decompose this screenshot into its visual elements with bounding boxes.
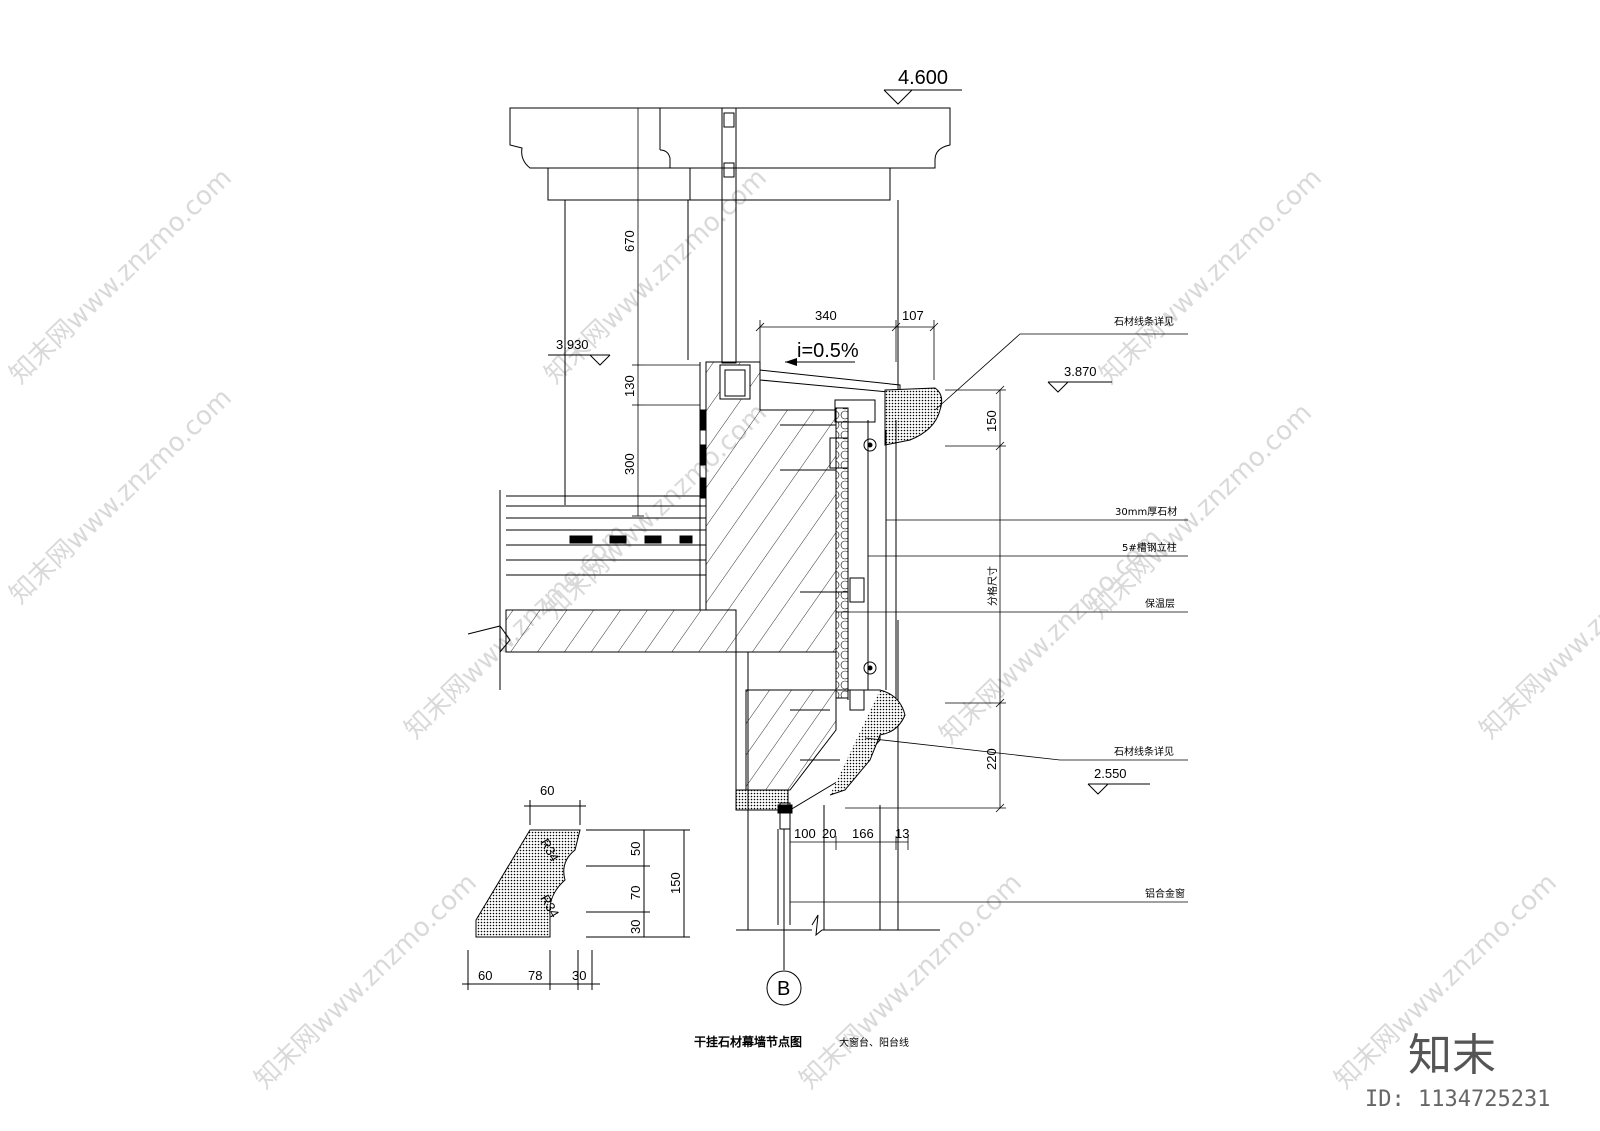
dim-107: 107: [902, 308, 924, 323]
dimension-vertical-left: [632, 107, 700, 517]
level-top: 4.600: [883, 67, 962, 105]
dim-670: 670: [622, 230, 637, 252]
watermark-text: 知末网www.znzmo.com: [1094, 163, 1328, 390]
section-marker-label: B: [777, 978, 790, 1000]
drawing-title: 干挂石材幕墙节点图: [694, 1034, 802, 1049]
profile-h30: 30: [628, 920, 643, 934]
lower-beam: [735, 651, 906, 830]
profile-h150: 150: [668, 872, 683, 894]
watermark-text: 知末网www.znzmo.com: [934, 523, 1168, 750]
level-3870: 3.870: [1047, 364, 1112, 393]
brand-logo: 知末: [1408, 1030, 1496, 1081]
watermark-text: 知末网www.znzmo.com: [249, 868, 483, 1095]
dim-130: 130: [622, 375, 637, 397]
profile-width-78: 78: [528, 968, 542, 983]
watermark-text: 知末网www.znzmo.com: [539, 163, 773, 390]
level-2550: 2.550: [1087, 766, 1150, 795]
section-marker: B: [766, 925, 802, 1006]
dimension-top-horizontal: [755, 320, 939, 380]
dim-150-right: 150: [984, 410, 999, 432]
callout-leaders: [790, 333, 1188, 903]
dim-220: 220: [984, 748, 999, 770]
dim-100: 100: [794, 826, 816, 841]
aluminum-window: [736, 652, 940, 937]
dimension-vertical-right: [845, 385, 1006, 813]
dim-20: 20: [822, 826, 836, 841]
profile-h50: 50: [628, 842, 643, 856]
level-label: 2.550: [1094, 766, 1127, 781]
callout-stone-line-bottom: 石材线条详见: [1114, 745, 1174, 758]
upstand-wall: [699, 361, 837, 653]
callout-alu-window: 铝合金窗: [1145, 887, 1185, 900]
profile-width-60: 60: [478, 968, 492, 983]
level-3930: 3.930: [548, 337, 611, 366]
stone-profile-detail: [462, 800, 690, 990]
watermark-text: 知末网www.znzmo.com: [4, 163, 238, 390]
callout-stone-line-top: 石材线条详见: [1114, 315, 1174, 328]
dim-166: 166: [852, 826, 874, 841]
profile-width-top: 60: [540, 783, 554, 798]
callout-insulation: 保温层: [1145, 597, 1175, 610]
callout-steel-column: 5#槽钢立柱: [1122, 541, 1177, 554]
dim-340: 340: [815, 308, 837, 323]
callout-stone-30mm: 30mm厚石材: [1115, 505, 1177, 518]
brand-id: ID: 1134725231: [1365, 1087, 1550, 1112]
level-label: 3.930: [556, 337, 589, 352]
dimension-bottom-horizontal: [789, 836, 909, 850]
dim-300: 300: [622, 453, 637, 475]
facade-cladding: [780, 407, 897, 711]
window-sill: [759, 362, 943, 446]
drawing-subtitle: 大窗台、阳台线: [839, 1036, 909, 1049]
profile-h70: 70: [628, 886, 643, 900]
dim-grid-size: 分格尺寸: [986, 566, 999, 606]
upper-cornice: [509, 107, 951, 930]
level-label: 4.600: [898, 67, 948, 89]
dim-13: 13: [895, 826, 909, 841]
watermark-text: 知末网www.znzmo.com: [1474, 518, 1600, 745]
level-label: 3.870: [1064, 364, 1097, 379]
floor-slab: [467, 490, 737, 690]
slope-label: i=0.5%: [797, 340, 859, 362]
watermark-text: 知末网www.znzmo.com: [4, 383, 238, 610]
profile-width-30: 30: [572, 968, 586, 983]
